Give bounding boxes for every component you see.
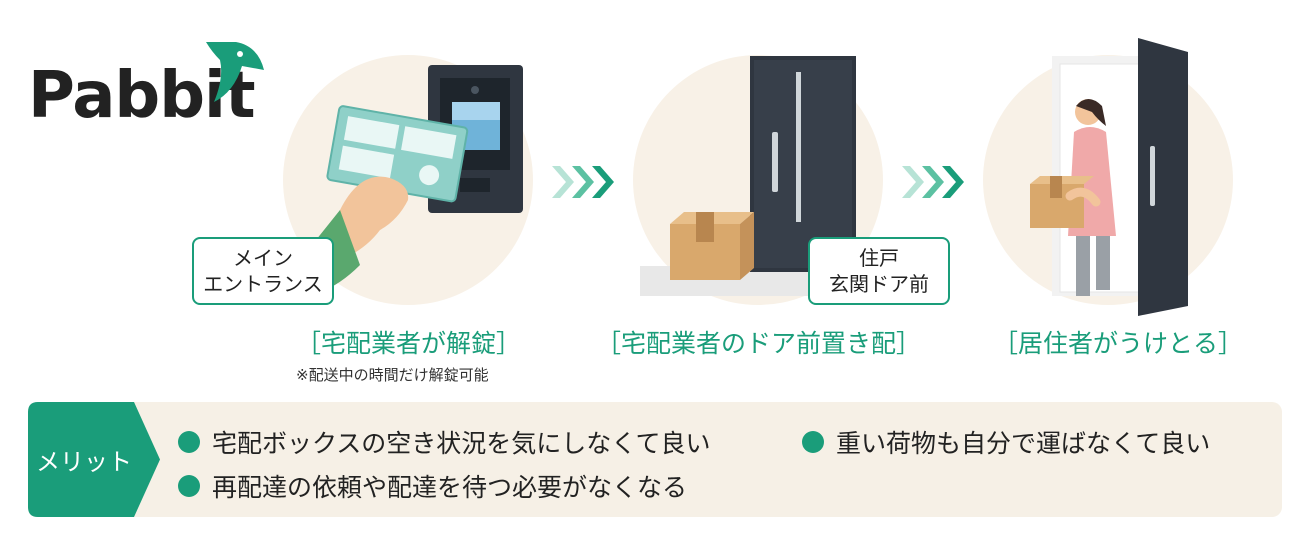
merit-tag <box>28 402 160 517</box>
bullet-dot-icon <box>802 431 824 453</box>
main-entrance-label: メイン エントランス <box>192 237 334 305</box>
entrance-door-label: 住戸 玄関ドア前 <box>808 237 950 305</box>
merit-item: 宅配ボックスの空き状況を気にしなくて良い <box>178 424 711 460</box>
step1-note: ※配送中の時間だけ解錠可能 <box>296 366 489 384</box>
merit-item-text: 宅配ボックスの空き状況を気にしなくて良い <box>212 429 711 458</box>
step2-caption: ［宅配業者のドア前置き配］ <box>596 329 922 358</box>
step3-caption: ［居住者がうけとる］ <box>993 329 1244 358</box>
main-entrance-line2: エントランス <box>203 272 323 296</box>
merit-item: 重い荷物も自分で運ばなくて良い <box>802 424 1210 460</box>
step1-caption: ［宅配業者が解錠］ <box>296 329 522 358</box>
resident-receiving-illustration <box>1030 38 1188 316</box>
entrance-door-line2: 玄関ドア前 <box>829 272 929 296</box>
entrance-door-line1: 住戸 <box>859 246 899 270</box>
bullet-dot-icon <box>178 475 200 497</box>
next-arrow-icon <box>902 166 964 198</box>
main-entrance-line1: メイン <box>233 246 293 270</box>
door-package-illustration <box>640 56 856 296</box>
merit-item-text: 重い荷物も自分で運ばなくて良い <box>836 429 1211 458</box>
bird-icon <box>206 42 264 102</box>
next-arrow-icon <box>552 166 614 198</box>
merit-tag-label: メリット <box>36 448 132 476</box>
merit-item-text: 再配達の依頼や配達を待つ必要がなくなる <box>212 473 688 502</box>
merit-item: 再配達の依頼や配達を待つ必要がなくなる <box>178 468 687 504</box>
merit-panel <box>28 402 1282 517</box>
bullet-dot-icon <box>178 431 200 453</box>
